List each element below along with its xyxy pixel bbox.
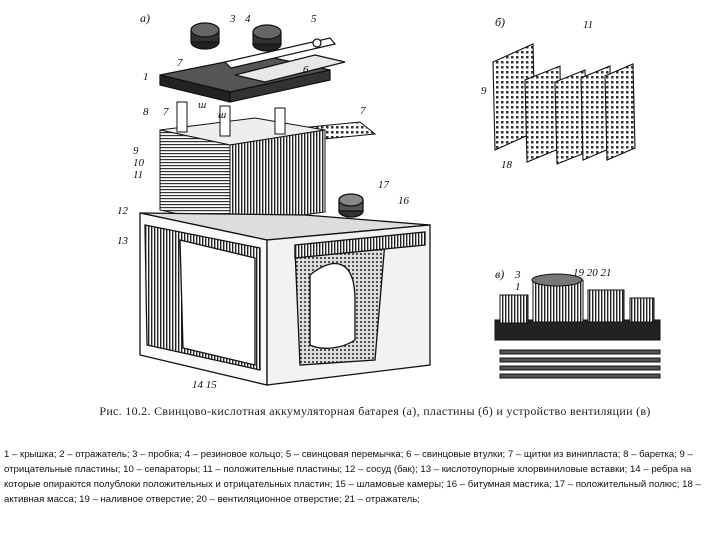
callout-9: 9 (133, 145, 139, 157)
callout-8: 8 (143, 106, 149, 118)
callout-6: 6 (303, 64, 309, 76)
callout-10: 10 (133, 157, 144, 169)
callout-sh-1: ш (198, 99, 207, 111)
callout-16: 16 (398, 195, 409, 207)
callout-13: 13 (117, 235, 128, 247)
plate-block (159, 101, 326, 226)
panel-label-a: а) (140, 11, 150, 25)
panel-label-v: в) (495, 267, 505, 281)
callout-12: 12 (117, 205, 128, 217)
battery-figure: а) б) в) 3 4 5 7 6 1 8 7 ш ш 7 9 10 11 1… (55, 0, 675, 430)
callout-11: 11 (133, 169, 144, 181)
callout-14-15: 14 15 (192, 379, 217, 391)
panel-label-b: б) (495, 15, 506, 29)
plates-panel (492, 43, 636, 165)
callout-7-right: 7 (360, 105, 366, 117)
vent-panel (494, 273, 661, 379)
callout-v-19-20-21: 19 20 21 (573, 267, 612, 279)
callout-b-9: 9 (481, 85, 487, 97)
callout-7-mid: 7 (163, 106, 169, 118)
callout-1: 1 (143, 71, 149, 83)
callout-4: 4 (245, 13, 251, 25)
battery-case (139, 193, 431, 386)
callout-b-18: 18 (501, 159, 512, 171)
callout-sh-2: ш (218, 109, 227, 121)
callout-b-11: 11 (583, 19, 594, 31)
callout-7-top: 7 (177, 57, 183, 69)
battery-drawing (139, 22, 661, 386)
callout-v-1: 1 (515, 281, 521, 293)
callout-5: 5 (311, 13, 317, 25)
lid-assembly (159, 22, 346, 103)
callout-v-3: 3 (515, 269, 521, 281)
figure-caption: Рис. 10.2. Свинцово-кислотная аккумулято… (99, 404, 651, 418)
callout-3: 3 (230, 13, 236, 25)
figure-legend: 1 – крышка; 2 – отражатель; 3 – пробка; … (4, 449, 701, 505)
callout-17: 17 (378, 179, 389, 191)
